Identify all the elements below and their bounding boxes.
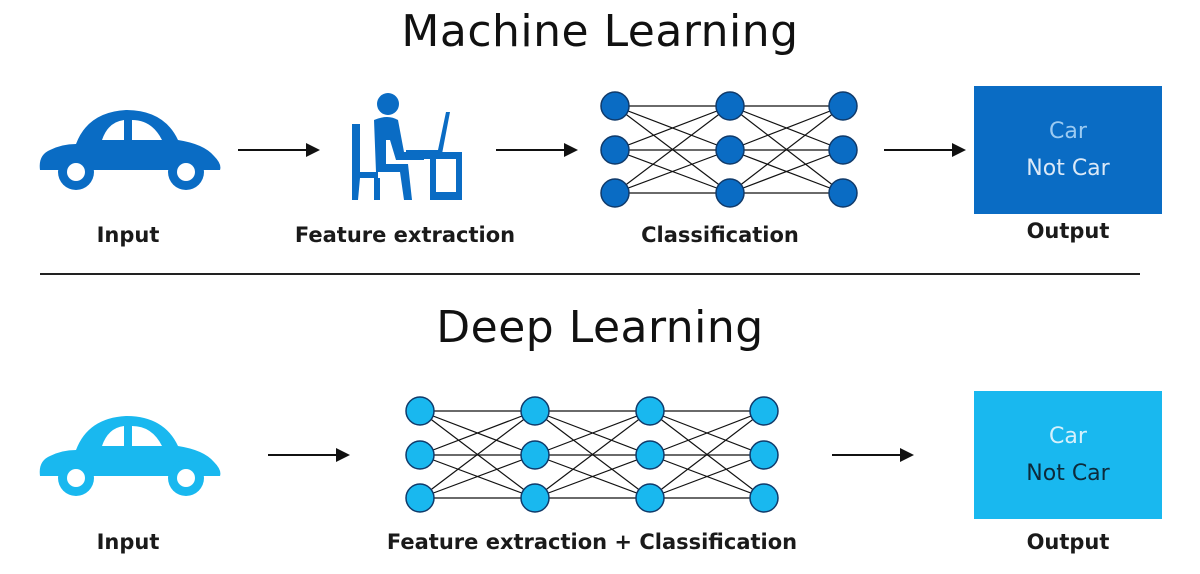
network-connection [534, 454, 651, 499]
network-node [828, 91, 858, 121]
output-car-text: Car [1049, 119, 1087, 144]
network-node [405, 396, 435, 426]
ml-output-label: Output [1026, 219, 1110, 243]
network-connection [614, 149, 731, 194]
network-node [828, 178, 858, 208]
arrow-right-icon [496, 143, 578, 157]
network-connection [649, 410, 765, 499]
network-node [635, 483, 665, 513]
network-connection [649, 410, 765, 456]
network-node [520, 440, 550, 470]
network-node [828, 135, 858, 165]
dl-output-label: Output [1026, 530, 1110, 554]
network-node [520, 483, 550, 513]
network-connection [534, 410, 651, 456]
arrow-right-icon [832, 448, 914, 462]
arrow-right-icon [268, 448, 350, 462]
network-connection [729, 105, 844, 194]
network-connection [729, 105, 844, 151]
ml-classification-label: Classification [641, 223, 799, 247]
network-connection [614, 105, 731, 194]
network-node [635, 396, 665, 426]
network-connection [534, 410, 651, 499]
car-icon [39, 110, 221, 190]
dl-title: Deep Learning [436, 302, 764, 353]
ml-feature-label: Feature extraction [294, 223, 516, 247]
network-node [600, 135, 630, 165]
network-node [600, 91, 630, 121]
person-at-desk-icon [352, 93, 462, 200]
network-node [520, 396, 550, 426]
arrow-right-icon [238, 143, 320, 157]
network-connection [729, 149, 844, 194]
section-divider [40, 273, 1140, 275]
network-node [635, 440, 665, 470]
ml-output-box: Car Not Car [974, 86, 1162, 214]
network-node [405, 440, 435, 470]
dl-input-label: Input [96, 530, 160, 554]
output-not-car-text: Not Car [1026, 461, 1110, 486]
arrow-right-icon [884, 143, 966, 157]
network-node [749, 483, 779, 513]
ml-input-label: Input [96, 223, 160, 247]
network-connection [649, 454, 765, 499]
dl-network-label: Feature extraction + Classification [386, 530, 798, 554]
network-node [749, 396, 779, 426]
network-node [715, 178, 745, 208]
network-connection [419, 410, 536, 499]
car-icon [39, 416, 221, 496]
output-car-text: Car [1049, 424, 1087, 449]
network-node [405, 483, 435, 513]
dl-output-box: Car Not Car [974, 391, 1162, 519]
network-connection [419, 410, 536, 456]
network-connection [614, 105, 731, 151]
ml-title: Machine Learning [401, 6, 799, 57]
network-node [749, 440, 779, 470]
network-connection [419, 454, 536, 499]
network-node [715, 135, 745, 165]
network-node [715, 91, 745, 121]
network-node [600, 178, 630, 208]
output-not-car-text: Not Car [1026, 156, 1110, 181]
